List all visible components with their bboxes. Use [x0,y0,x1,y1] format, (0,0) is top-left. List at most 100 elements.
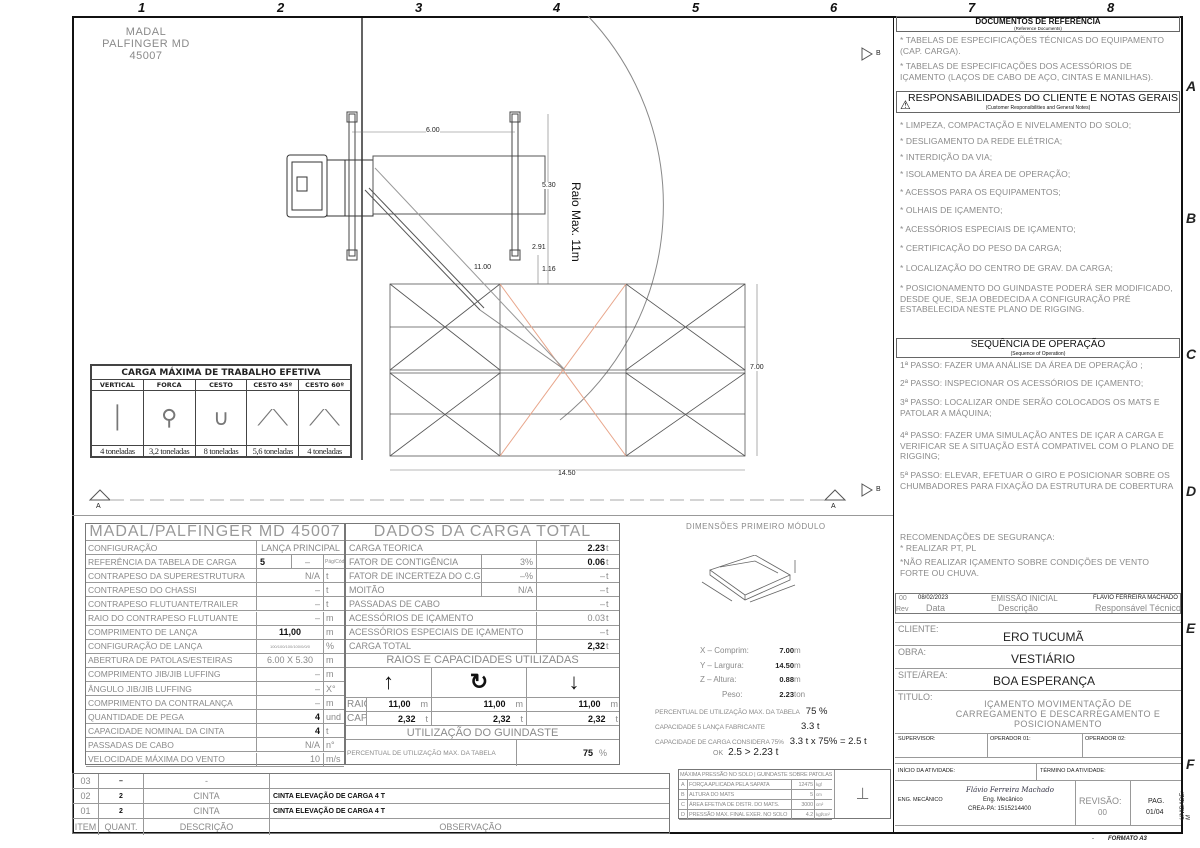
item-cell: CINTA ELEVAÇÃO DE CARGA 4 T [269,804,671,818]
load-percent: 3% [481,555,536,569]
item-cell: 2 [98,804,143,818]
module-dim-label: Z – Altura: [700,675,737,684]
operator1-field[interactable]: OPERADOR 01: [990,736,1031,742]
raio-value: 11,00 [578,699,601,710]
ruler-col: 3 [415,0,423,15]
utilization-value: 75 [516,740,596,766]
load-percent: –% [481,569,536,583]
crane-label: COMPRIMENTO JIB/JIB LUFFING [88,669,221,680]
sequence-step: 1ª PASSO: FAZER UMA ANÁLISE DA ÁREA DE O… [900,360,1143,370]
ruler-col: 7 [968,0,976,15]
pressure-value: 4.2 [791,810,814,819]
pressure-unit: kgf/cm² [814,810,832,819]
crane-row: RAIO DO CONTRAPESO FLUTUANTE–m [86,611,344,626]
load-unit: t [606,627,609,638]
load-percent [481,626,536,639]
load-row: FATOR DE INCERTEZA DO C.G–%–t [346,569,619,584]
sequence-title: SEQUÊNCIA DE OPERAÇÃO [970,339,1106,350]
crane-label: ABERTURA DE PATOLAS/ESTEIRAS [88,655,233,666]
reference-item: * TABELAS DE ESPECIFICAÇÕES TÉCNICAS DO … [900,35,1165,56]
responsibility-item: * ISOLAMENTO DA ÁREA DE OPERAÇÃO; [900,169,1071,179]
module-dim-unit: m [794,675,801,684]
sling-column: CESTO 60º ⟋⟍ 4 toneladas [298,380,350,456]
ruler-row: A [1186,78,1197,94]
date-header: Data [926,603,946,613]
load-label: CARGA TEORICA [349,542,423,553]
references-title: DOCUMENTOS DE REFERÊNCIA [975,17,1101,26]
max-radius-label: Raio Max. 11m [569,182,583,262]
sequence-step: 5ª PASSO: ELEVAR, EFETUAR O GIRO E POSIC… [900,470,1174,491]
section-b-top: B [876,50,881,57]
ruler-row: B [1186,210,1197,226]
references-header: DOCUMENTOS DE REFERÊNCIA(Reference Docum… [896,16,1180,32]
format-label: FORMATO A3 [1108,836,1147,842]
crane-value: 11,00 [256,625,323,639]
module-dim-unit: m [794,660,801,670]
load-percent [481,612,536,625]
crane-unit: m [323,611,344,625]
sling-capacity: 5,6 toneladas [247,445,299,456]
sling-illustration-icon: ∪ [212,405,230,431]
dim-d2: 1.16 [542,266,556,273]
responsibility-item: * INTERDIÇÃO DA VIA; [900,152,993,162]
sling-column: CESTO 45º ⟋⟍ 5,6 toneladas [246,380,299,456]
items-header: QUANT. [98,819,143,835]
load-value: – [536,597,608,611]
load-value: – [536,583,608,597]
load-label: ACESSÓRIOS ESPECIAIS DE IÇAMENTO [349,627,524,638]
cap-unit: t [520,713,523,724]
load-percent [481,541,536,554]
crane-unit: m [323,696,344,710]
crane-unit: m [323,625,344,639]
outriggers [346,111,521,261]
module-isometric-icon [701,555,796,603]
sling-type: FORCA [143,380,195,391]
load-row: ACESSÓRIOS ESPECIAIS DE IÇAMENTO–t [346,625,619,640]
pressure-unit: cm [814,790,832,799]
rev-description: EMISSÃO INICIAL [991,594,1058,603]
load-value: 2.23 [536,541,608,555]
ok-value: 2.5 > 2.23 t [728,747,779,758]
operator2-field[interactable]: OPERADOR 02: [1085,736,1126,742]
title-label: TITULO: [898,692,933,702]
crane-label: COMPRIMENTO DE LANÇA [88,627,198,638]
responsibility-item: * OLHAIS DE IÇAMENTO; [900,205,1003,215]
module-dim-value: 14.50 [775,660,794,670]
load-unit: t [606,570,609,581]
format-dot: - [1092,836,1094,842]
crane-value: LANÇA PRINCIPAL [256,541,344,555]
end-field[interactable]: TÉRMINO DA ATIVIDADE: [1040,768,1106,774]
title-value: IÇAMENTO MOVIMENTAÇÃO DE CARREGAMENTO E … [955,699,1161,729]
safety-title: RECOMENDAÇÕES DE SEGURANÇA: [900,532,1055,542]
responsibilities-header: ⚠RESPONSABILIDADES DO CLIENTE E NOTAS GE… [896,91,1180,113]
responsibility-item: * POSICIONAMENTO DO GUINDASTE PODERÁ SER… [900,283,1173,314]
item-row: 03–- [73,774,669,789]
calc-label: CAPACIDADE 5 LANÇA FABRICANTE [655,724,766,731]
load-value: 2,32 [536,639,608,653]
supervisor-field[interactable]: SUPERVISOR: [898,736,936,742]
raio-unit: m [420,699,429,710]
load-value: 0.06 [536,555,608,569]
start-field[interactable]: INÍCIO DA ATIVIDADE: [898,768,956,774]
load-unit: t [606,556,609,567]
items-header: OBSERVAÇÃO [269,819,671,835]
revision-label: REVISÃO: [1079,796,1122,806]
load-percent: N/A [481,583,536,597]
item-cell: 01 [80,806,91,816]
load-unit: t [606,584,609,595]
crane-label: RAIO DO CONTRAPESO FLUTUANTE [88,613,239,624]
crane-unit: t [323,724,344,738]
unit-note: UNIDADE: M [1180,791,1192,820]
panel-divider [893,16,894,834]
pressure-title: MÁXIMA PRESSÃO NO SOLO | GUINDASTE SOBRE… [680,771,832,778]
